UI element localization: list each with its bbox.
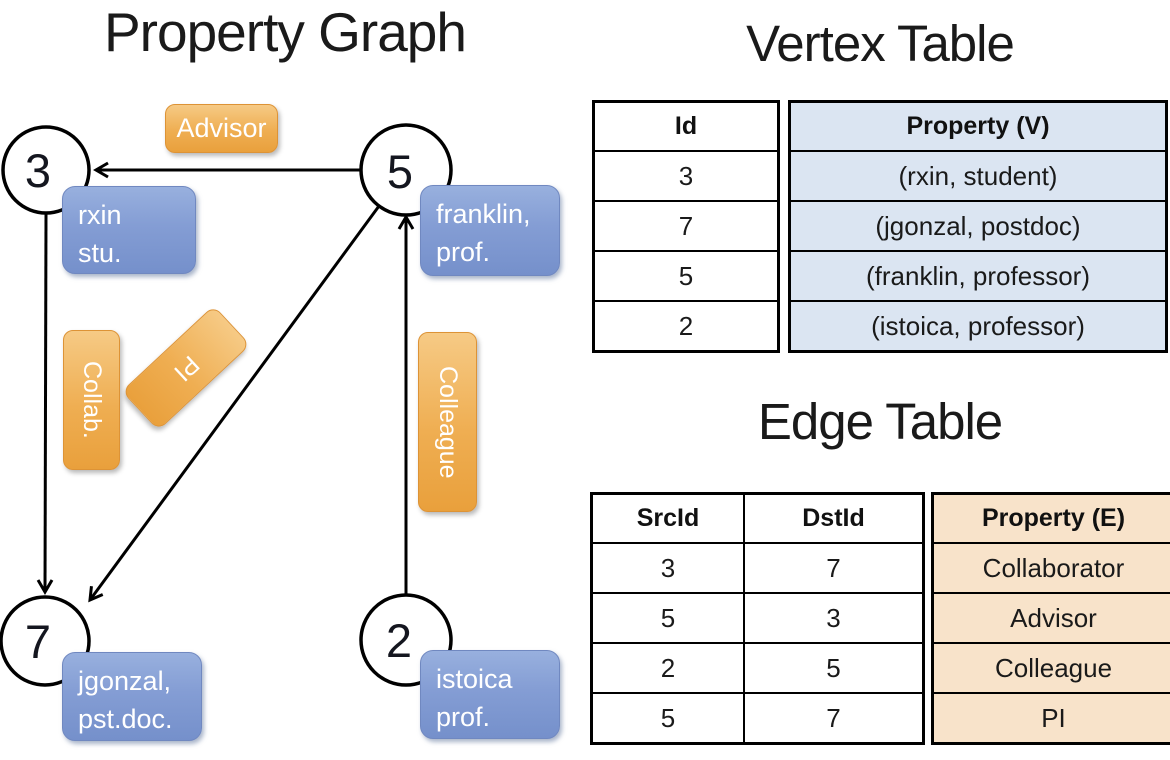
- edge-label-collab-text: Collab.: [78, 361, 106, 439]
- property-graph-title: Property Graph: [103, 1, 467, 63]
- table-row: Colleague: [931, 642, 1170, 694]
- edge-table-property-column: Property (E) Collaborator Advisor Collea…: [931, 492, 1170, 745]
- edge-dst-cell: 5: [743, 642, 925, 694]
- vertex-table-header-id: Id: [592, 100, 780, 152]
- vertex-table: Id 3 7 5 2 Property (V) (rxin, student) …: [592, 100, 1168, 353]
- vertex-property-cell: (istoica, professor): [788, 300, 1168, 353]
- edge-property-cell: Advisor: [931, 592, 1170, 644]
- edge-src-cell: 5: [590, 692, 745, 745]
- edge-label-pi-text: PI: [168, 350, 205, 387]
- table-row: (istoica, professor): [788, 300, 1168, 353]
- table-row: Collaborator: [931, 542, 1170, 594]
- edge-table: SrcId DstId 3 7 5 3 2 5 5 7 Property (E)…: [590, 492, 1170, 745]
- vertex-property-cell: (jgonzal, postdoc): [788, 200, 1168, 252]
- edge-property-cell: Colleague: [931, 642, 1170, 694]
- edge-dst-cell: 7: [743, 692, 925, 745]
- table-row: PI: [931, 692, 1170, 745]
- vertex-id-cell: 7: [592, 200, 780, 252]
- table-row: 2 5: [590, 642, 925, 694]
- vertex-table-title: Vertex Table: [746, 15, 1015, 72]
- table-row: 2: [592, 300, 780, 353]
- vertex-table-id-column: Id 3 7 5 2: [592, 100, 780, 353]
- table-gutter: [780, 100, 788, 353]
- vertex-label-jgonzal-line1: jgonzal,: [78, 666, 172, 696]
- edge-property-cell: PI: [931, 692, 1170, 745]
- vertex-label-rxin-line1: rxin: [78, 200, 122, 230]
- edge-label-colleague-text: Colleague: [434, 365, 462, 479]
- vertex-label-rxin: rxin stu.: [62, 186, 196, 274]
- node-7-id: 7: [25, 615, 51, 668]
- edge-src-cell: 2: [590, 642, 745, 694]
- table-row: 7: [592, 200, 780, 252]
- edge-label-colleague: Colleague: [418, 332, 477, 512]
- edge-src-cell: 5: [590, 592, 745, 644]
- node-3-id: 3: [25, 144, 51, 197]
- vertex-table-header-property: Property (V): [788, 100, 1168, 152]
- vertex-label-rxin-line2: stu.: [78, 238, 122, 269]
- edge-label-advisor-text: Advisor: [176, 113, 267, 143]
- vertex-id-cell: 3: [592, 150, 780, 202]
- edge-table-header-dstid: DstId: [743, 492, 925, 544]
- table-row: (franklin, professor): [788, 250, 1168, 302]
- table-row: 5: [592, 250, 780, 302]
- vertex-label-istoica: istoica prof.: [420, 650, 560, 739]
- edge-table-header-srcid: SrcId: [590, 492, 745, 544]
- table-row: 3: [592, 150, 780, 202]
- table-row: (jgonzal, postdoc): [788, 200, 1168, 252]
- edge-dst-cell: 3: [743, 592, 925, 644]
- vertex-label-jgonzal: jgonzal, pst.doc.: [62, 652, 202, 741]
- edge-table-title: Edge Table: [757, 393, 1003, 450]
- edge-3-to-7-collaborator: [36, 213, 54, 595]
- vertex-label-franklin-line2: prof.: [436, 237, 491, 268]
- edge-src-cell: 3: [590, 542, 745, 594]
- edge-label-advisor: Advisor: [165, 104, 278, 153]
- table-row: 5 7: [590, 692, 925, 745]
- edge-property-cell: Collaborator: [931, 542, 1170, 594]
- vertex-id-cell: 2: [592, 300, 780, 353]
- table-row: Advisor: [931, 592, 1170, 644]
- vertex-property-cell: (franklin, professor): [788, 250, 1168, 302]
- vertex-label-franklin: franklin, prof.: [420, 185, 560, 276]
- vertex-label-istoica-line1: istoica: [436, 664, 513, 694]
- edge-label-collab: Collab.: [63, 330, 120, 470]
- node-5-id: 5: [387, 145, 413, 198]
- table-row: (rxin, student): [788, 150, 1168, 202]
- table-row: 5 3: [590, 592, 925, 644]
- vertex-label-franklin-line1: franklin,: [436, 199, 531, 229]
- table-row: 3 7: [590, 542, 925, 594]
- edge-dst-cell: 7: [743, 542, 925, 594]
- vertex-label-istoica-line2: prof.: [436, 702, 491, 733]
- vertex-property-cell: (rxin, student): [788, 150, 1168, 202]
- vertex-label-jgonzal-line2: pst.doc.: [78, 704, 173, 735]
- edge-table-header-property: Property (E): [931, 492, 1170, 544]
- edge-5-to-7-pi: [88, 205, 381, 603]
- node-2-id: 2: [386, 614, 412, 667]
- edge-table-id-columns: SrcId DstId 3 7 5 3 2 5 5 7: [590, 492, 925, 745]
- vertex-id-cell: 5: [592, 250, 780, 302]
- vertex-table-property-column: Property (V) (rxin, student) (jgonzal, p…: [788, 100, 1168, 353]
